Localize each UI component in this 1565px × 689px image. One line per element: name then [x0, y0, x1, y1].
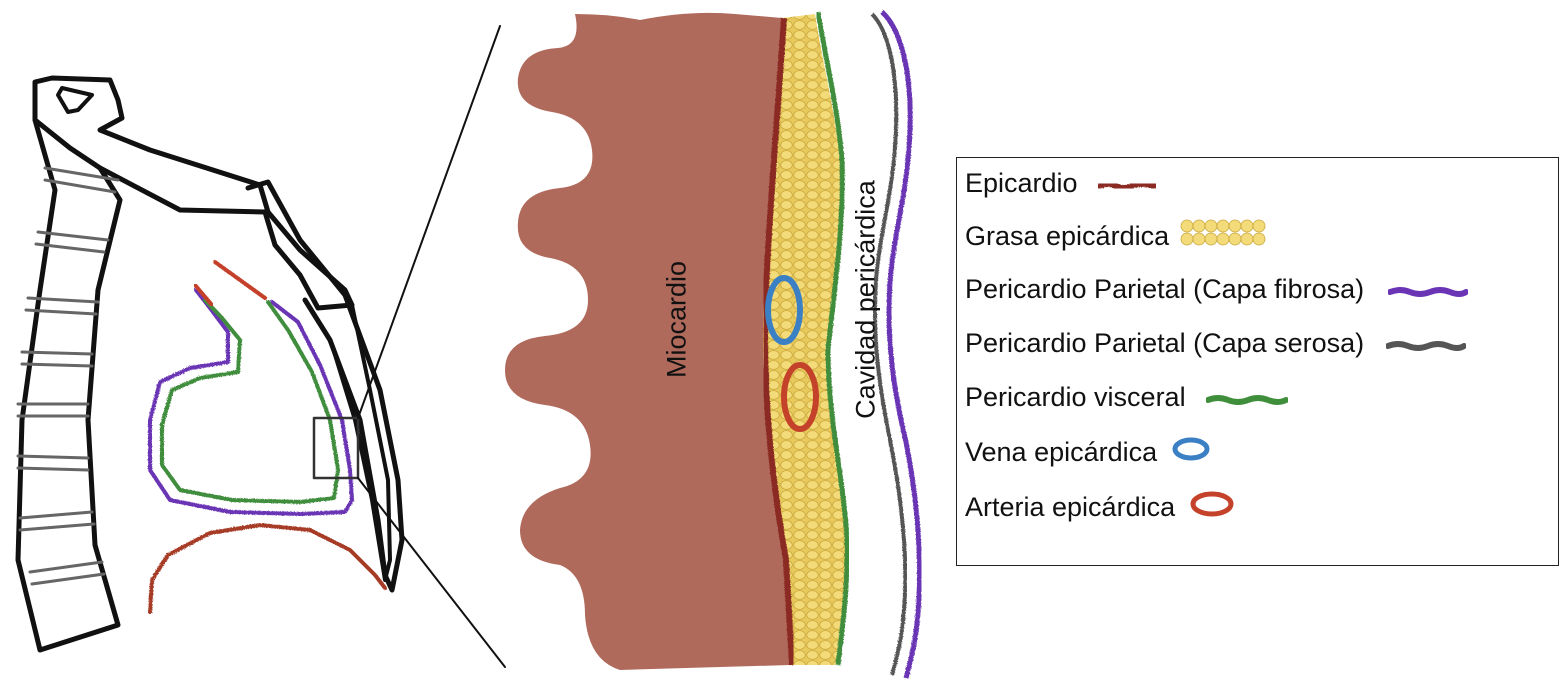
- epicardial-fat-band: [762, 14, 846, 665]
- legend-box: Epicardio Grasa epicárdica Pericardio Pa…: [956, 157, 1559, 566]
- legend-item-epicardium: Epicardio: [965, 168, 1157, 199]
- chest-wall-outline: [32, 75, 355, 311]
- legend-item-artery: Arteria epicárdica: [965, 490, 1235, 525]
- myocardium-shape: [505, 12, 790, 671]
- legend-label: Pericardio Parietal (Capa fibrosa): [965, 274, 1365, 304]
- epicardium-line: [761, 17, 795, 666]
- epicardium-swatch-icon: [1096, 168, 1157, 199]
- visceral-swatch-icon: [1204, 382, 1289, 413]
- diaphragm-epicardium: [148, 523, 387, 614]
- legend-item-fibrous: Pericardio Parietal (Capa fibrosa): [965, 274, 1470, 305]
- parietal-fibrous-contour: [148, 288, 354, 516]
- pericardial-cavity-label: Cavidad pericárdica: [850, 180, 881, 419]
- anterior-wall-outline: [245, 179, 405, 593]
- parietal-fibrous-line: [880, 10, 922, 679]
- legend-item-serous: Pericardio Parietal (Capa serosa): [965, 328, 1468, 359]
- epicardial-artery: [781, 362, 819, 432]
- epicardium-upper-right: [213, 260, 267, 300]
- legend-item-visceral: Pericardio visceral: [965, 382, 1289, 413]
- epicardial-vein: [765, 275, 803, 345]
- anterior-wall-inner: [316, 303, 392, 582]
- myocardium-label: Miocardio: [661, 260, 692, 379]
- legend-label: Vena epicárdica: [965, 437, 1158, 467]
- vein-swatch-icon: [1171, 436, 1211, 469]
- manubrium-outline: [56, 86, 94, 114]
- legend-item-fat: Grasa epicárdica: [965, 218, 1271, 255]
- legend-label: Pericardio visceral: [965, 382, 1186, 412]
- parietal-serous-line: [870, 12, 908, 676]
- epicardium-upper-left: [193, 283, 214, 307]
- artery-swatch-icon: [1189, 490, 1235, 525]
- spine-band-outline: [15, 117, 123, 653]
- rib-lines: [16, 166, 120, 586]
- magnified-detail: [505, 10, 922, 679]
- legend-label: Pericardio Parietal (Capa serosa): [965, 328, 1365, 358]
- visceral-pericardium-line: [815, 11, 850, 666]
- legend-label: Epicardio: [965, 168, 1078, 198]
- visceral-contour: [160, 298, 340, 504]
- serous-swatch-icon: [1385, 328, 1468, 359]
- fat-swatch-icon: [1179, 218, 1271, 255]
- thorax-schematic: [15, 25, 506, 668]
- fibrous-swatch-icon: [1387, 274, 1470, 305]
- zoom-line-bottom: [357, 477, 506, 668]
- legend-item-vein: Vena epicárdica: [965, 436, 1211, 469]
- legend-label: Arteria epicárdica: [965, 492, 1176, 522]
- zoom-box: [312, 416, 360, 480]
- legend-label: Grasa epicárdica: [965, 221, 1170, 251]
- zoom-line-top: [357, 25, 501, 419]
